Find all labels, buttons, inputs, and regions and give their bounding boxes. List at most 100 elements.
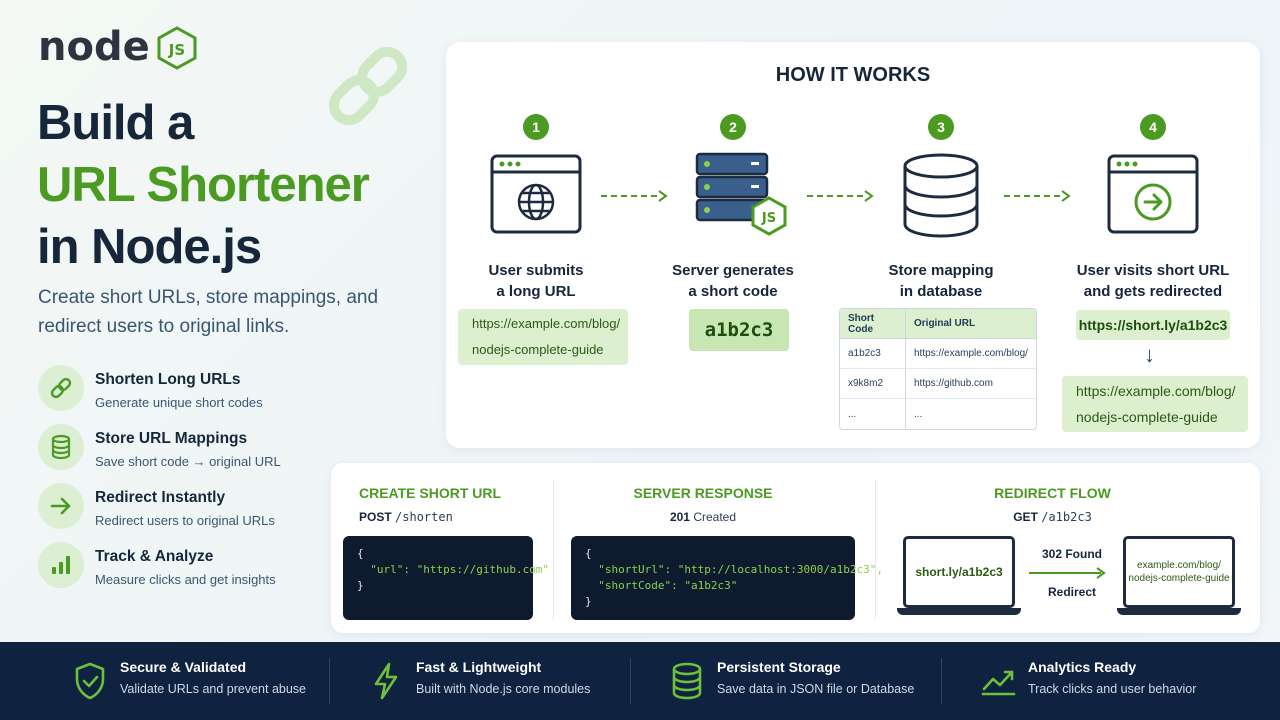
feature-item-store: Store URL Mappings Save short code → ori…	[38, 424, 338, 483]
how-it-works-title: HOW IT WORKS	[775, 64, 931, 86]
arrow-right-icon	[38, 483, 84, 529]
redirect-status: 302 Found	[1041, 547, 1102, 561]
divider	[630, 658, 631, 704]
panel-title: CREATE SHORT URL	[359, 485, 502, 501]
hero-subtitle: Create short URLs, store mappings, and r…	[38, 287, 379, 337]
step-number: 4	[1140, 114, 1166, 140]
server-nodejs-icon: JS	[633, 148, 833, 248]
long-url-chip: https://example.com/blog/nodejs-complete…	[458, 309, 628, 365]
footer-desc: Validate URLs and prevent abuse	[120, 682, 306, 696]
step-number: 3	[928, 114, 954, 140]
feature-desc: Redirect users to original URLs	[95, 513, 275, 528]
laptop-target-url: example.com/blog/nodejs-complete-guide	[1117, 536, 1241, 616]
endpoint-label: GET /a1b2c3	[1013, 510, 1092, 524]
feature-item-redirect: Redirect Instantly Redirect users to ori…	[38, 483, 338, 542]
footer-item-secure: Secure & Validated Validate URLs and pre…	[72, 642, 322, 720]
footer-bar: Secure & Validated Validate URLs and pre…	[0, 642, 1280, 720]
nodejs-logo: node JS	[38, 20, 208, 72]
chain-link-decoration-icon	[318, 36, 418, 136]
response-code-block: { "shortUrl": "http://localhost:3000/a1b…	[571, 536, 883, 620]
hero-title-line-1: Build a	[37, 96, 194, 150]
feature-title: Store URL Mappings	[95, 430, 248, 447]
divider	[553, 479, 554, 619]
arrow-down-icon: ↓	[1144, 342, 1155, 367]
table-row: ......	[840, 399, 1036, 429]
feature-title: Shorten Long URLs	[95, 371, 241, 388]
status-label: 201 Created	[669, 510, 737, 524]
panel-title: SERVER RESPONSE	[633, 485, 773, 501]
divider	[875, 479, 876, 619]
endpoint-label: POST /shorten	[359, 510, 453, 524]
flow-arrow-2	[807, 190, 874, 202]
lightning-icon	[374, 662, 398, 700]
laptop-screen: example.com/blog/nodejs-complete-guide	[1123, 536, 1235, 608]
hero-title-line-2: URL Shortener	[37, 158, 370, 212]
footer-title: Analytics Ready	[1028, 659, 1137, 675]
database-icon	[38, 424, 84, 470]
feature-item-shorten: Shorten Long URLs Generate unique short …	[38, 365, 338, 424]
logo-badge-text: JS	[168, 41, 185, 59]
footer-title: Secure & Validated	[120, 659, 247, 675]
footer-desc: Save data in JSON file or Database	[717, 682, 915, 696]
footer-item-fast: Fast & Lightweight Built with Node.js co…	[368, 642, 618, 720]
redirect-label: Redirect	[1047, 585, 1097, 599]
table-header: Short Code	[840, 309, 906, 339]
feature-desc: Save short code → original URL	[95, 454, 281, 469]
feature-title: Track & Analyze	[95, 548, 214, 565]
flow-arrow-1	[601, 190, 668, 202]
step-number: 1	[523, 114, 549, 140]
table-header: Original URL	[906, 309, 1036, 339]
feature-desc: Measure clicks and get insights	[95, 572, 276, 587]
footer-desc: Built with Node.js core modules	[416, 682, 591, 696]
laptop-screen: short.ly/a1b2c3	[903, 536, 1015, 608]
hero-title-line-3: in Node.js	[37, 220, 262, 274]
footer-title: Persistent Storage	[717, 659, 841, 675]
panel-title: REDIRECT FLOW	[994, 485, 1111, 501]
redirect-arrow-icon	[1029, 567, 1106, 579]
footer-desc: Track clicks and user behavior	[1028, 682, 1197, 696]
shield-check-icon	[75, 662, 105, 700]
browser-globe-icon	[436, 148, 636, 248]
feature-item-analyze: Track & Analyze Measure clicks and get i…	[38, 542, 338, 601]
divider	[329, 658, 330, 704]
api-examples-card: CREATE SHORT URL POST /shorten { "url": …	[331, 463, 1260, 633]
footer-item-storage: Persistent Storage Save data in JSON fil…	[669, 642, 929, 720]
create-short-url-panel: CREATE SHORT URL POST /shorten { "url": …	[331, 463, 553, 633]
svg-text:JS: JS	[761, 211, 776, 226]
step-number: 2	[720, 114, 746, 140]
divider	[941, 658, 942, 704]
hero-title: Build a URL Shortener in Node.js	[37, 92, 437, 278]
redirect-flow-panel: REDIRECT FLOW GET /a1b2c3 short.ly/a1b2c…	[875, 463, 1260, 633]
footer-title: Fast & Lightweight	[416, 659, 542, 675]
request-code-block: { "url": "https://github.com"}	[343, 536, 549, 620]
database-icon	[672, 662, 702, 700]
feature-list: Shorten Long URLs Generate unique short …	[38, 365, 338, 601]
feature-title: Redirect Instantly	[95, 489, 226, 506]
short-code-chip: a1b2c3	[689, 309, 789, 351]
flow-arrow-3	[1004, 190, 1071, 202]
server-response-panel: SERVER RESPONSE 201 Created { "shortUrl"…	[553, 463, 883, 633]
logo-text: node	[38, 24, 150, 70]
database-icon	[841, 148, 1041, 248]
bar-chart-icon	[38, 542, 84, 588]
link-icon	[38, 365, 84, 411]
browser-redirect-icon	[1053, 148, 1253, 248]
feature-desc: Generate unique short codes	[95, 395, 263, 410]
short-url-chip: https://short.ly/a1b2c3	[1076, 310, 1230, 340]
trend-icon	[981, 670, 1016, 696]
redirect-url-chip: https://example.com/blog/nodejs-complete…	[1062, 376, 1248, 432]
laptop-short-url: short.ly/a1b2c3	[897, 536, 1021, 616]
footer-item-analytics: Analytics Ready Track clicks and user be…	[980, 642, 1240, 720]
